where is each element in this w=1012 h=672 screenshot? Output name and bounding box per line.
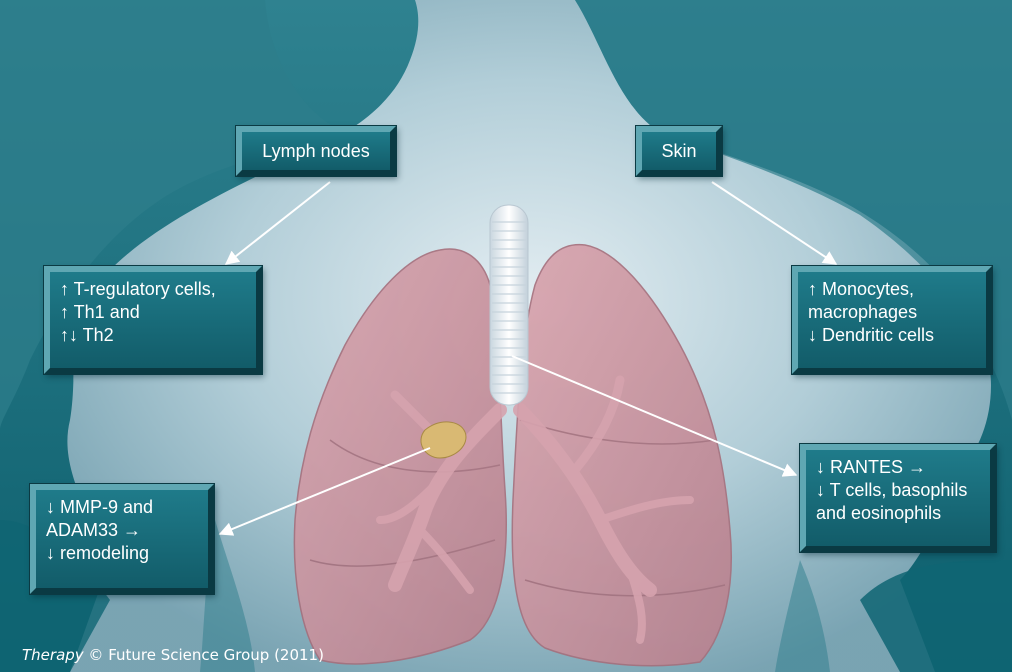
airway-line-3: and eosinophils <box>816 502 980 525</box>
lymph-effect-2: ↑ Th1 and <box>60 301 246 324</box>
remodeling-box: ↓ MMP-9 and ADAM33 → ↓ remodeling <box>30 484 214 594</box>
skin-effects-box: ↑ Monocytes, macrophages ↓ Dendritic cel… <box>792 266 992 374</box>
copyright-credit: Therapy © Future Science Group (2011) <box>22 646 324 664</box>
skin-effect-1: ↑ Monocytes, <box>808 278 976 301</box>
skin-effect-3: ↓ Dendritic cells <box>808 324 976 347</box>
lymph-nodes-box: Lymph nodes <box>236 126 396 176</box>
lymph-effect-1: ↑ T-regulatory cells, <box>60 278 246 301</box>
skin-effect-2: macrophages <box>808 301 976 324</box>
lymph-effects-box: ↑ T-regulatory cells, ↑ Th1 and ↑↓ Th2 <box>44 266 262 374</box>
trachea <box>490 205 528 405</box>
airway-line-2: ↓ T cells, basophils <box>816 479 980 502</box>
remodeling-line-2: ADAM33 → <box>46 519 198 542</box>
lymph-effect-3: ↑↓ Th2 <box>60 324 246 347</box>
airway-cells-box: ↓ RANTES → ↓ T cells, basophils and eosi… <box>800 444 996 552</box>
credit-text: © Future Science Group (2011) <box>84 646 324 664</box>
remodeling-line-1: ↓ MMP-9 and <box>46 496 198 519</box>
airway-line-1: ↓ RANTES → <box>816 456 980 479</box>
lymph-nodes-label: Lymph nodes <box>262 140 369 163</box>
credit-journal: Therapy <box>22 646 84 664</box>
skin-box: Skin <box>636 126 722 176</box>
remodeling-line-3: ↓ remodeling <box>46 542 198 565</box>
skin-label: Skin <box>661 140 696 163</box>
